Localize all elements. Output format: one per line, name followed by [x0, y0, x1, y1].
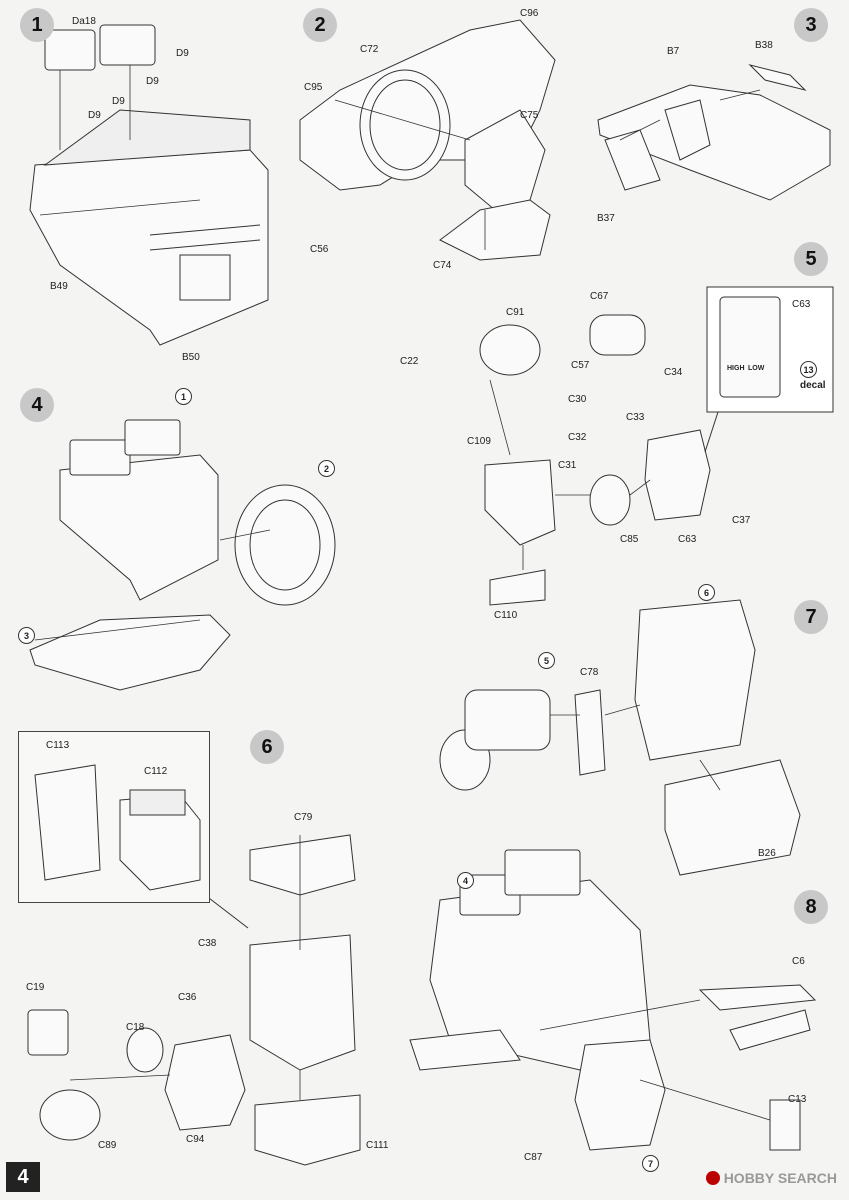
part-label-c79: C79: [294, 812, 313, 823]
step-7-marker: 7: [794, 600, 828, 634]
part-label-c74: C74: [433, 260, 452, 271]
part-label-c75: C75: [520, 110, 539, 121]
part-label-c30: C30: [568, 394, 587, 405]
part-label-b26: B26: [758, 848, 776, 859]
step-2-marker: 2: [303, 8, 337, 42]
step-4-marker: 4: [20, 388, 54, 422]
part-label-c113: C113: [46, 740, 70, 751]
part-label-c111: C111: [366, 1140, 389, 1151]
part-label-d9: D9: [146, 76, 159, 87]
part-label-d9: D9: [112, 96, 125, 107]
step-3-marker: 3: [794, 8, 828, 42]
step-6-marker: 6: [250, 730, 284, 764]
decal-high-label: HIGH: [727, 365, 745, 372]
step-1-marker: 1: [20, 8, 54, 42]
page-number: 4: [6, 1162, 40, 1192]
part-label-b38: B38: [755, 40, 773, 51]
subassembly-ref-5: 5: [538, 652, 555, 669]
part-label-c91: C91: [506, 307, 525, 318]
watermark: HOBBY SEARCH: [705, 1170, 837, 1186]
part-label-c85: C85: [620, 534, 639, 545]
part-label-c78: C78: [580, 667, 599, 678]
part-label-b7: B7: [667, 46, 680, 57]
subassembly-ref-2: 2: [318, 460, 335, 477]
decal-label: decal: [800, 380, 826, 391]
part-label-b37: B37: [597, 213, 615, 224]
part-label-c96: C96: [520, 8, 539, 19]
subassembly-ref-3: 3: [18, 627, 35, 644]
part-label-d9: D9: [176, 48, 189, 59]
part-label-c18: C18: [126, 1022, 145, 1033]
part-label-c57: C57: [571, 360, 590, 371]
part-label-c89: C89: [98, 1140, 117, 1151]
subassembly-ref-6: 6: [698, 584, 715, 601]
part-label-c63: C63: [678, 534, 697, 545]
part-label-c112: C112: [144, 766, 168, 777]
decal-ref-13: 13: [800, 361, 817, 378]
part-label-c38: C38: [198, 938, 217, 949]
part-label-d9: D9: [88, 110, 101, 121]
part-label-c19: C19: [26, 982, 45, 993]
subassembly-ref-4: 4: [457, 872, 474, 889]
part-label-c22: C22: [400, 356, 419, 367]
part-label-da18: Da18: [72, 16, 96, 27]
part-label-c95: C95: [304, 82, 323, 93]
part-label-c13: C13: [788, 1094, 807, 1105]
part-label-c6: C6: [792, 956, 805, 967]
part-label-c67: C67: [590, 291, 609, 302]
part-label-c36: C36: [178, 992, 197, 1003]
part-label-c31: C31: [558, 460, 577, 471]
part-label-c94: C94: [186, 1134, 205, 1145]
part-label-c33: C33: [626, 412, 645, 423]
decal-low-label: LOW: [748, 365, 765, 372]
part-label-b50: B50: [182, 352, 200, 363]
part-label-b49: B49: [50, 281, 68, 292]
part-label-c56: C56: [310, 244, 329, 255]
step-8-marker: 8: [794, 890, 828, 924]
step-5-marker: 5: [794, 242, 828, 276]
part-label-c32: C32: [568, 432, 587, 443]
step6-inset-box: [18, 731, 210, 903]
part-label-c63: C63: [792, 299, 811, 310]
part-label-c72: C72: [360, 44, 379, 55]
part-label-c87: C87: [524, 1152, 543, 1163]
part-label-c34: C34: [664, 367, 683, 378]
subassembly-ref-7: 7: [642, 1155, 659, 1172]
hobbysearch-logo-icon: [705, 1171, 720, 1185]
subassembly-ref-1: 1: [175, 388, 192, 405]
part-label-c110: C110: [494, 610, 518, 621]
part-label-c109: C109: [467, 436, 491, 447]
part-label-c37: C37: [732, 515, 751, 526]
watermark-text: HOBBY SEARCH: [723, 1170, 837, 1186]
